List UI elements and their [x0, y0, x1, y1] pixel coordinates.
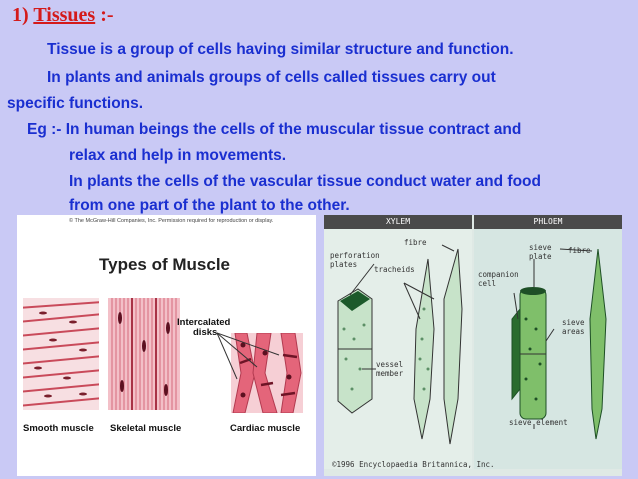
intercalated-label-line1: Intercalated: [177, 317, 231, 328]
sieve-plate-label-1: sieve: [529, 243, 552, 252]
vessel-label: vessel: [376, 360, 404, 369]
muscle-figure: © The McGraw-Hill Companies, Inc. Permis…: [17, 215, 316, 476]
cell-label: cell: [478, 279, 497, 288]
britannica-copyright: ©1996 Encyclopaedia Britannica, Inc.: [332, 460, 495, 469]
perforation-label: perforation: [330, 251, 380, 260]
plant-figure: XYLEM PHLOEM: [324, 215, 622, 476]
skeletal-muscle-image: [108, 298, 180, 410]
text-line-7: from one part of the plant to the other.: [69, 197, 350, 214]
cardiac-muscle-label: Cardiac muscle: [230, 423, 301, 434]
plates-label: plates: [330, 260, 358, 269]
smooth-muscle-label: Smooth muscle: [23, 423, 94, 434]
muscle-title: Types of Muscle: [99, 255, 230, 274]
sieve-element-label: sieve element: [509, 418, 568, 427]
xylem-header: XYLEM: [324, 215, 472, 229]
muscle-copyright: © The McGraw-Hill Companies, Inc. Permis…: [69, 218, 274, 224]
tracheids-label: tracheids: [374, 265, 415, 274]
text-line-5: relax and help in movements.: [69, 147, 287, 164]
heading-title: Tissues: [33, 4, 96, 26]
xylem-drawing: [324, 229, 472, 469]
heading-suffix: :-: [100, 4, 114, 26]
heading: 1) Tissues :-: [12, 4, 114, 27]
phloem-drawing: [474, 229, 622, 469]
member-label: member: [376, 369, 404, 378]
text-line-3: specific functions.: [7, 95, 144, 112]
companion-label: companion: [478, 270, 519, 279]
text-line-1: Tissue is a group of cells having simila…: [47, 41, 514, 58]
sieve-plate-label-2: plate: [529, 252, 552, 261]
smooth-muscle-image: [23, 298, 99, 410]
intercalated-pointer-lines: [217, 332, 280, 380]
fibre-label-phloem: fibre: [568, 246, 591, 255]
cardiac-muscle-image: [231, 333, 303, 413]
skeletal-muscle-label: Skeletal muscle: [110, 423, 182, 434]
intercalated-label-line2: disks: [193, 327, 218, 338]
heading-number: 1): [12, 4, 29, 26]
text-line-6: In plants the cells of the vascular tiss…: [69, 173, 541, 190]
fibre-label-xylem: fibre: [404, 238, 427, 247]
phloem-header: PHLOEM: [474, 215, 622, 229]
text-line-4: Eg :- In human beings the cells of the m…: [27, 121, 522, 138]
sieve-areas-label-2: areas: [562, 327, 585, 336]
sieve-areas-label-1: sieve: [562, 318, 585, 327]
text-line-2: In plants and animals groups of cells ca…: [47, 69, 496, 86]
intercalated-label: Intercalated disks: [177, 318, 230, 338]
